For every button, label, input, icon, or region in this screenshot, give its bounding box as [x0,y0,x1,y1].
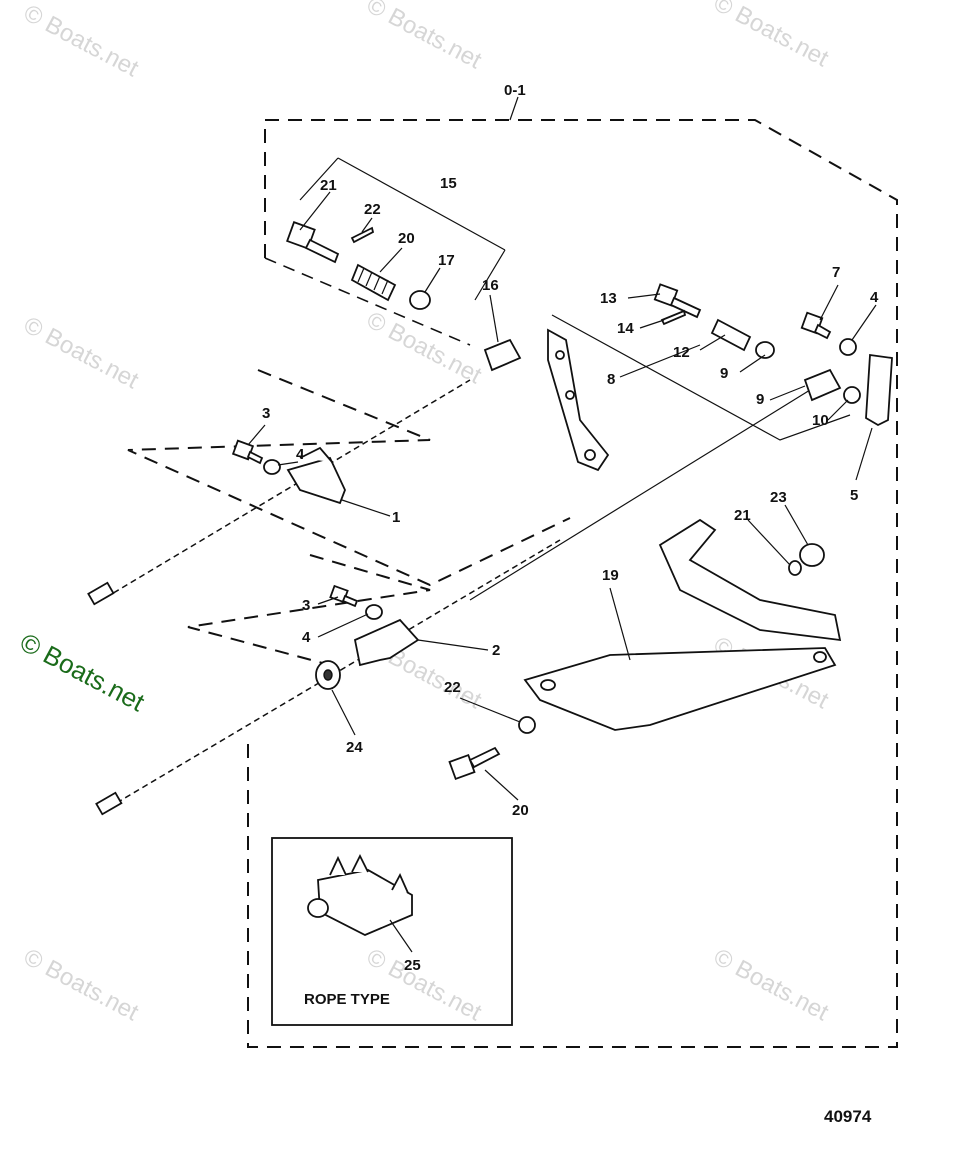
callout-10: 12 [673,344,690,361]
lever-hole [584,449,596,461]
part-14-socket [483,338,522,372]
part-15-washer [409,290,431,310]
part-19-bracket [523,647,837,731]
callout-18: 22 [364,201,381,218]
callout-9: 9 [720,365,728,382]
rope-type-inset [271,837,513,1026]
part-20-bolt [448,746,501,781]
callout-16: 20 [398,230,415,247]
part-6-bolt [800,311,832,340]
callout-23: 23 [770,489,787,506]
watermark: © Boats.net [19,311,143,394]
callout-25: 25 [404,957,421,974]
group-label: 0-1 [504,82,526,99]
part-4-washer [365,604,383,620]
callout-14: 16 [482,277,499,294]
part-17-bolt [286,221,340,264]
watermark: © Boats.net [709,0,833,72]
part-2-clamp [353,618,420,667]
part-3-screw-lower [329,584,359,608]
part-4-washer [263,459,281,475]
part-12-pin [660,309,687,326]
callout-19: 19 [602,567,619,584]
callout-2: 2 [492,642,500,659]
callout-13: 15 [440,175,457,192]
bracket-7-9 [551,314,851,441]
lever-hole [555,350,565,360]
callout-8: 9 [756,391,764,408]
assembly-outline [247,119,898,1048]
cable-end-lower [95,791,123,816]
callout-9: 10 [812,412,829,429]
part-1-clamp [286,446,346,505]
callout-4: 4 [870,289,879,306]
watermark: © Boats.net [709,943,833,1026]
watermark: © Boats.net [362,0,486,74]
callout-15: 17 [438,252,455,269]
watermark: © Boats.net [362,943,486,1026]
throttle-lever [547,328,610,472]
part-11-bolt [653,283,702,319]
callout-4: 4 [302,629,311,646]
callout-4: 4 [296,446,305,463]
part-18-pin [350,226,375,244]
cable-end-upper [87,581,115,606]
watermark: © Boats.net [19,943,143,1026]
part-9-washer [843,386,861,404]
cable-guide-line [469,389,811,601]
throttle-cable [104,379,471,599]
watermark: © Boats.net [362,306,486,389]
callout-25-leader [389,919,413,953]
bracket-hole [540,679,556,691]
callout-24: 24 [346,739,363,756]
callout-leaders [247,191,877,801]
inset-label: ROPE TYPE [304,991,390,1008]
callout-22: 22 [444,679,461,696]
part-24-grommet-hole [323,669,333,681]
callout-11: 13 [600,290,617,307]
callout-17: 21 [320,177,337,194]
part-8-socket [803,368,842,402]
callout-12: 14 [617,320,634,337]
cable-box-lower [187,554,431,666]
part-16-spring [350,263,397,302]
callout-21: 21 [734,507,751,524]
callout-6: 7 [832,264,840,281]
callout-1: 1 [392,509,400,526]
callout-7: 8 [607,371,615,388]
callout-20: 20 [512,802,529,819]
part-3-screw-upper [231,439,264,465]
watermark-layer: © Boats.net © Boats.net © Boats.net © Bo… [19,0,833,1026]
callout-3: 3 [302,597,310,614]
callout-labels: 21 22 15 20 17 16 13 14 12 8 9 9 10 7 4 … [262,175,879,756]
cable-box-upper [127,369,571,587]
part-22-washer [518,716,536,734]
part-9-washer [755,341,775,359]
bracket-13 [299,157,506,301]
boats-net-logo: © Boats.net [15,627,150,718]
part-25-rope-clamp [307,853,413,936]
part-21-washer [788,560,802,576]
bracket-hole [813,651,827,663]
callout-5: 5 [850,487,858,504]
part-10-spring [710,318,752,352]
part-5-link [865,353,893,427]
part-23-nut [799,543,825,567]
engine-frame-tube [658,518,842,642]
lever-hole [565,390,575,400]
watermark: © Boats.net [19,0,143,82]
callout-3: 3 [262,405,270,422]
group-leader [509,96,519,121]
upper-subbox [264,257,471,346]
part-4-washer [839,338,857,356]
figure-number: 40974 [824,1107,872,1126]
